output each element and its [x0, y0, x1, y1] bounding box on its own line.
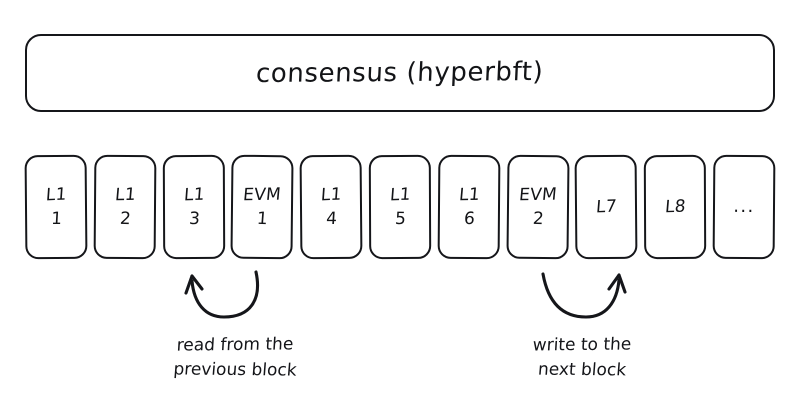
block-label-top: EVM: [242, 184, 283, 206]
block-label-bottom: 5: [394, 208, 407, 229]
annotation-write-text: write to the next block: [482, 333, 682, 382]
block-label-top: L1: [113, 184, 137, 205]
block-label-top: EVM: [517, 184, 558, 206]
block-label-bottom: 3: [187, 208, 200, 229]
block-l1-5: L1 5: [368, 154, 432, 260]
block-strip: L1 1 L1 2 L1 3 EVM 1 L1 4 L1 5 L1 6 EVM: [24, 154, 776, 260]
consensus-banner-label: consensus (hyperbft): [255, 56, 545, 90]
block-l1-1: L1 1: [24, 154, 88, 260]
block-label-top: L1: [44, 184, 67, 206]
block-label-bottom: 1: [256, 208, 269, 229]
annotation-read-line-2: previous block: [172, 359, 298, 381]
annotation-write-to-next: write to the next block: [482, 333, 682, 382]
block-label-top: L1: [182, 184, 205, 206]
block-l1-3: L1 3: [162, 154, 225, 260]
block-l8: L8: [643, 154, 707, 260]
write-to-next-arrow: [541, 272, 627, 319]
annotation-write-line-1: write to the: [532, 334, 632, 356]
block-evm-2: EVM 2: [506, 154, 570, 260]
block-label-bottom: 2: [118, 208, 131, 229]
block-label-top: L1: [457, 184, 481, 205]
annotation-write-line-2: next block: [537, 359, 627, 381]
block-label-top: ...: [733, 195, 755, 218]
block-label-bottom: 1: [50, 208, 63, 229]
block-label-top: L7: [595, 196, 618, 218]
block-evm-1: EVM 1: [230, 154, 294, 260]
block-label-top: L1: [320, 184, 343, 206]
block-label-top: L8: [663, 196, 687, 218]
block-label-bottom: 6: [462, 208, 475, 229]
block-label-bottom: 4: [325, 208, 338, 229]
annotation-read-line-1: read from the: [176, 334, 294, 356]
block-l1-6: L1 6: [437, 154, 501, 260]
annotation-read-from-previous: read from the previous block: [135, 333, 335, 382]
consensus-banner: consensus (hyperbft): [25, 34, 775, 112]
block-l7: L7: [574, 154, 638, 260]
block-label-top: L1: [388, 184, 412, 206]
read-from-previous-arrow: [184, 270, 259, 319]
block-l1-4: L1 4: [299, 154, 363, 260]
block-label-bottom: 2: [531, 208, 544, 229]
block-l1-2: L1 2: [93, 154, 157, 260]
annotation-read-text: read from the previous block: [135, 333, 335, 382]
block-ellipsis: ...: [712, 154, 776, 260]
